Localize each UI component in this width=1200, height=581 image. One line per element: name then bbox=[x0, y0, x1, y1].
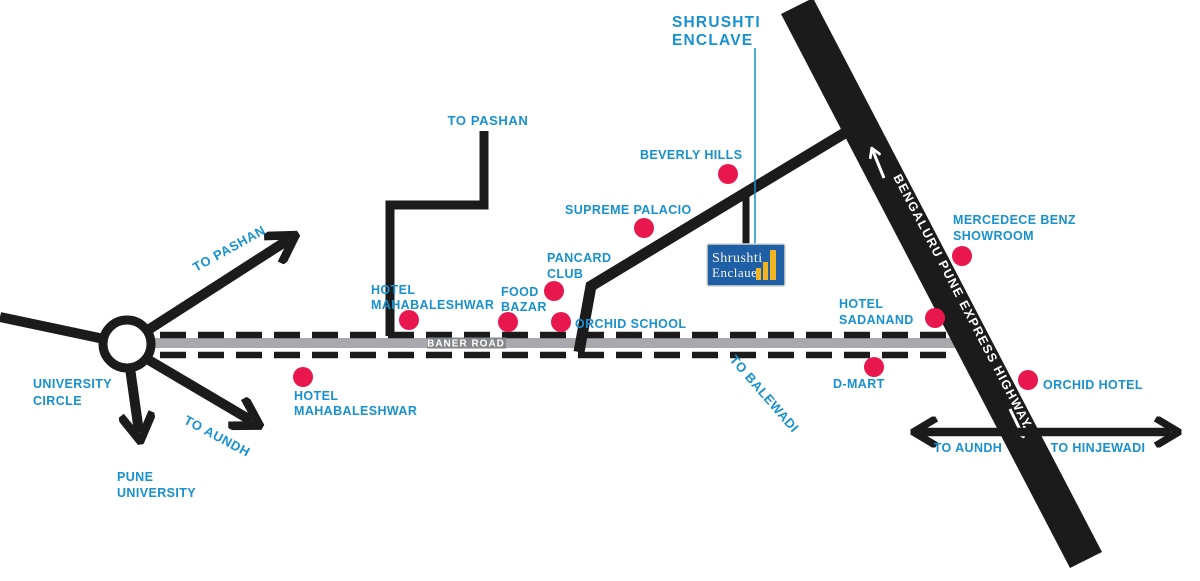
shrushti-enclave-logo: Shrushti Enclaue bbox=[706, 243, 786, 287]
food-bazar-label-line2: BAZAR bbox=[501, 300, 547, 314]
mercedece-benz-showroom-label-line1: MERCEDECE BENZ bbox=[953, 213, 1076, 227]
food-bazar-label-line1: FOOD bbox=[501, 285, 539, 299]
hotel-mahabaleshwar-south-label-line2: MAHABALESHWAR bbox=[294, 404, 417, 418]
landmark-dot-supreme-palacio bbox=[634, 218, 654, 238]
supreme-palacio-label: SUPREME PALACIO bbox=[565, 203, 692, 217]
logo-bar-icon bbox=[756, 268, 761, 280]
direction-arrow-to-pashan bbox=[145, 240, 288, 335]
logo-text-line1: Shrushti bbox=[712, 251, 763, 266]
to-hinjewadi-label: TO HINJEWADI bbox=[1051, 441, 1146, 455]
to-pashan-arrow-label: TO PASHAN bbox=[190, 222, 268, 274]
road-to-pashan-north bbox=[385, 131, 489, 336]
landmark-dot-d-mart bbox=[864, 357, 884, 377]
pancard-club-label-line1: PANCARD bbox=[547, 251, 611, 265]
hotel-sadanand-label-line2: SADANAND bbox=[839, 313, 914, 327]
university-circle-label-line1: UNIVERSITY bbox=[33, 377, 112, 391]
landmark-dot-hotel-mahabaleshwar-south bbox=[293, 367, 313, 387]
university-circle-roundabout bbox=[98, 315, 156, 373]
to-aundh-highway-label: TO AUNDH bbox=[934, 441, 1002, 455]
baner-road-label-bg bbox=[427, 337, 506, 349]
highway-label: BENGALURU PUNE EXPRESS HIGHWAY bbox=[890, 172, 1034, 431]
logo-bar-icon bbox=[763, 262, 768, 280]
landmark-dot-beverly-hills bbox=[718, 164, 738, 184]
hotel-sadanand-label-line1: HOTEL bbox=[839, 297, 883, 311]
highway-up-arrow-icon bbox=[873, 151, 886, 179]
landmark-dot-mercedece-benz-showroom bbox=[952, 246, 972, 266]
baner-road-surface bbox=[150, 338, 958, 348]
mercedece-benz-showroom-label-line2: SHOWROOM bbox=[953, 229, 1034, 243]
landmark-dot-orchid-school bbox=[551, 312, 571, 332]
direction-arrow-to-aundh bbox=[144, 354, 252, 421]
bengaluru-pune-express-highway bbox=[781, 0, 1102, 568]
map-title-line2: ENCLAVE bbox=[672, 32, 753, 49]
hotel-mahabaleshwar-south-label-line1: HOTEL bbox=[294, 389, 338, 403]
to-balewadi-label: TO BALEWADI bbox=[727, 352, 802, 435]
baner-road-label: BANER ROAD bbox=[427, 339, 505, 350]
logo-text-line2: Enclaue bbox=[712, 265, 757, 280]
pune-university-label-line1: PUNE bbox=[117, 470, 153, 484]
to-pashan-top-label: TO PASHAN bbox=[448, 113, 529, 128]
hotel-mahabaleshwar-north-label-line1: HOTEL bbox=[371, 283, 415, 297]
pune-university-label-line2: UNIVERSITY bbox=[117, 486, 196, 500]
pancard-club-label-line2: CLUB bbox=[547, 267, 583, 281]
orchid-hotel-label: ORCHID HOTEL bbox=[1043, 378, 1143, 392]
direction-arrow-pune-university bbox=[130, 367, 139, 432]
landmark-dot-hotel-sadanand bbox=[925, 308, 945, 328]
landmark-dot-orchid-hotel bbox=[1018, 370, 1038, 390]
landmark-dot-hotel-mahabaleshwar-north bbox=[399, 310, 419, 330]
map-title-line1: SHRUSHTI bbox=[672, 14, 761, 31]
road-west-from-circle bbox=[0, 312, 106, 344]
orchid-school-label: ORCHID SCHOOL bbox=[575, 317, 686, 331]
beverly-hills-label: BEVERLY HILLS bbox=[640, 148, 742, 162]
hotel-mahabaleshwar-north-label-line2: MAHABALESHWAR bbox=[371, 298, 494, 312]
university-circle-label-line2: CIRCLE bbox=[33, 394, 82, 408]
road-diagonal-to-highway bbox=[573, 126, 851, 353]
landmark-dot-food-bazar bbox=[498, 312, 518, 332]
logo-bar-icon bbox=[770, 250, 776, 280]
landmark-dot-pancard-club bbox=[544, 281, 564, 301]
d-mart-label: D-MART bbox=[833, 377, 885, 391]
